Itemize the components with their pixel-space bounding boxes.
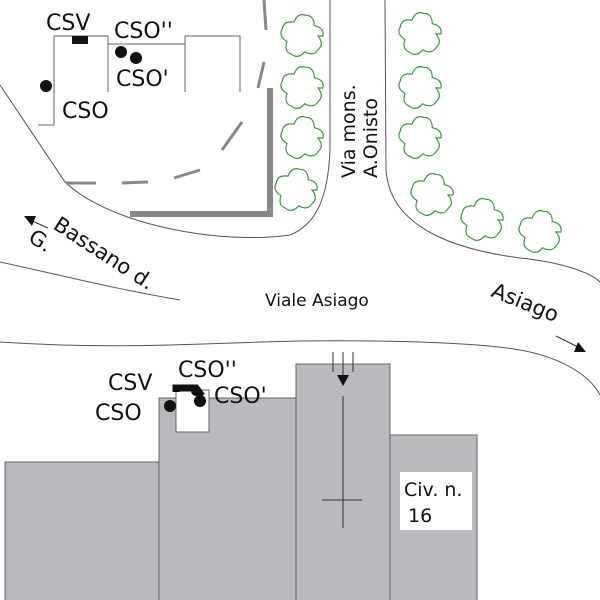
civic-number-box	[400, 472, 472, 530]
label-cso-top: CSO	[62, 99, 109, 124]
svg-text:A.Onisto: A.Onisto	[360, 98, 382, 178]
street-asiago: Asiago	[488, 278, 562, 327]
road-edge-middle	[0, 261, 181, 301]
label-cso2-top: CSO''	[114, 19, 173, 44]
tree-icon	[410, 173, 454, 216]
cso-marker-top	[40, 80, 52, 92]
tree-icon	[518, 210, 562, 253]
section-line	[322, 352, 362, 528]
label-cso-bottom: CSO	[95, 401, 142, 426]
label-cso1-bottom: CSO'	[214, 384, 267, 409]
building-center	[158, 397, 297, 600]
road-edge-upper-right	[384, 0, 600, 283]
svg-text:Asiago: Asiago	[488, 278, 562, 327]
svg-text:Bassano d.: Bassano d.	[49, 212, 158, 295]
tree-icon	[398, 12, 442, 55]
label-csv-top: CSV	[46, 11, 90, 36]
tree-icon	[274, 168, 318, 211]
tree-icon	[280, 66, 324, 109]
cso1-marker-bottom	[194, 395, 206, 407]
tree-icon	[280, 116, 324, 159]
lower-courtyard	[175, 389, 210, 433]
csv-marker-top	[72, 36, 88, 44]
street-viale-asiago: Viale Asiago	[265, 291, 369, 311]
road-edge-upper-left	[0, 0, 331, 239]
label-cso1-top: CSO'	[116, 67, 169, 92]
cso1-marker-top	[130, 52, 142, 64]
tree-icon	[460, 198, 504, 241]
cso-marker-bottom	[164, 400, 176, 412]
arrow-to-asiago	[555, 335, 586, 352]
road-edge-lower	[0, 340, 600, 396]
l-wall	[130, 88, 273, 217]
label-cso2-bottom: CSO''	[178, 358, 237, 383]
arrow-to-bassano	[24, 216, 49, 229]
dashed-curve	[66, 0, 268, 185]
trees	[274, 12, 562, 253]
label-csv-bottom: CSV	[108, 371, 152, 396]
upper-building-outline	[38, 35, 241, 126]
building-left	[4, 461, 161, 600]
svg-text:Via mons.: Via mons.	[338, 84, 360, 178]
civic-line1: Civ. n.	[404, 479, 462, 501]
tree-icon	[280, 14, 324, 57]
tree-icon	[398, 116, 442, 159]
tree-icon	[398, 66, 442, 109]
cso2-marker-top	[115, 46, 127, 58]
cso2-marker-bottom	[191, 386, 201, 396]
civic-line2: 16	[408, 505, 432, 527]
street-via-onisto: Via mons. A.Onisto	[338, 84, 382, 178]
